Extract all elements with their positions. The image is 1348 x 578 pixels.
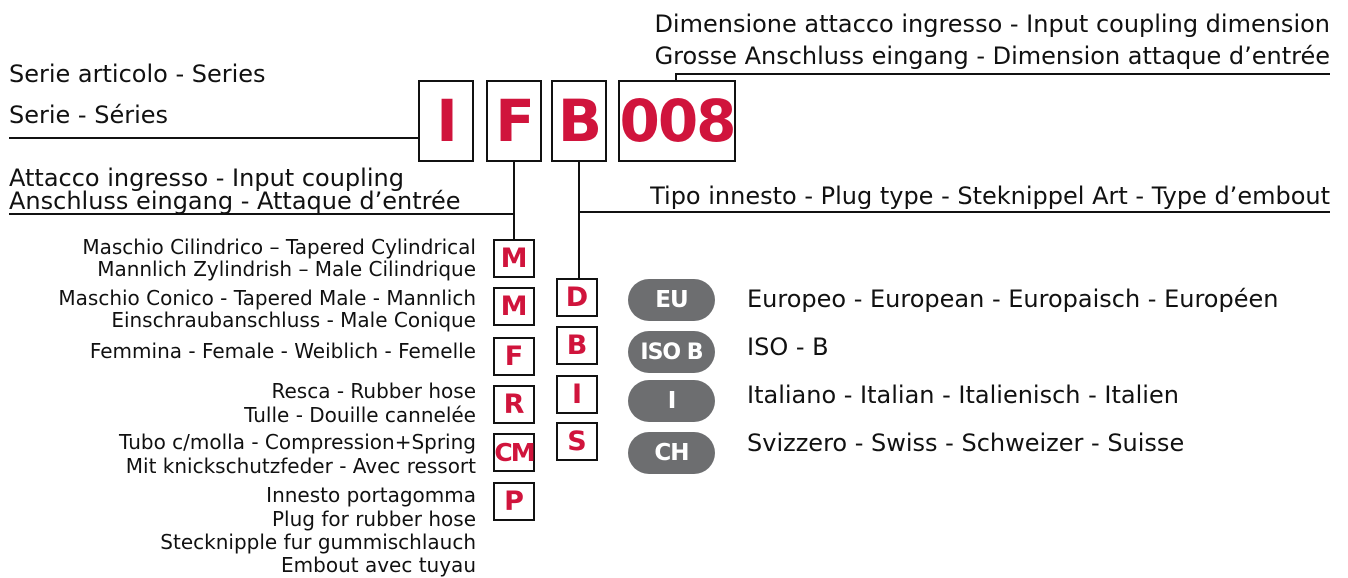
plug-desc: Italiano - Italian - Italienisch - Itali… [747,381,1179,409]
code-letter-coupling: F [495,87,535,155]
badge-label: EU [655,287,688,313]
coupling-desc: Tulle - Douille cannelée [244,403,476,427]
coupling-box-cm: CM [493,433,536,472]
plug-desc: Svizzero - Swiss - Schweizer - Suisse [747,429,1185,457]
plug-code: S [567,426,587,457]
plug-code: I [571,379,583,410]
coupling-box-r: R [493,385,535,424]
coupling-connector [513,162,515,250]
badge-label: CH [654,440,689,466]
badge-iso-b: ISO B [628,331,715,373]
series-label-2: Serie - Séries [9,101,169,129]
plug-box-i: I [556,375,598,414]
coupling-desc: Mannlich Zylindrish – Male Cilindrique [97,257,476,281]
code-dimension-value: 008 [619,87,736,155]
series-underline [9,137,418,139]
code-box-series: I [418,80,474,162]
coupling-code: F [504,341,524,372]
plug-type-label: Tipo innesto - Plug type - Steknippel Ar… [650,182,1330,210]
input-dimension-label-1: Dimensione attacco ingresso - Input coup… [654,10,1330,38]
series-label-1: Serie articolo - Series [9,60,266,88]
coupling-desc: Stecknipple fur gummischlauch [160,530,476,554]
plug-code: B [566,330,588,361]
plug-connector [578,162,580,278]
badge-ch: CH [628,432,715,474]
coupling-desc: Embout avec tuyau [281,553,476,577]
coupling-code: P [504,486,524,517]
coupling-desc: Femmina - Female - Weiblich - Femelle [89,339,476,363]
coupling-desc: Plug for rubber hose [271,507,476,531]
coupling-code: R [503,389,525,420]
coupling-label-2: Anschluss eingang - Attaque d’entrée [9,187,461,215]
coupling-desc: Resca - Rubber hose [271,379,477,403]
coupling-desc: Einschraubanschluss - Male Conique [111,308,476,332]
plug-desc: ISO - B [747,333,829,361]
plug-code: D [565,282,589,313]
badge-i: I [628,380,715,422]
plug-box-d: D [556,278,598,317]
coupling-desc: Maschio Conico - Tapered Male - Mannlich [58,286,476,310]
code-box-plug: B [551,80,607,162]
coupling-box-m-conical: M [493,287,535,326]
coupling-underline [9,213,515,215]
coupling-desc: Tubo c/molla - Compression+Spring [119,430,476,454]
badge-label: I [667,388,677,414]
plug-box-b: B [556,326,598,365]
plug-box-s: S [556,422,598,461]
code-letter-series: I [436,87,458,155]
badge-eu: EU [628,279,715,321]
input-dimension-connector [675,73,677,81]
coupling-box-m-cylindrical: M [493,239,535,278]
coupling-desc: Maschio Cilindrico – Tapered Cylindrical [82,235,476,259]
input-dimension-underline [676,73,1330,75]
coupling-code: M [500,291,528,322]
coupling-box-f: F [493,337,535,376]
badge-label: ISO B [640,339,703,365]
coupling-desc: Mit knickschutzfeder - Avec ressort [125,454,476,478]
coupling-code: M [500,243,528,274]
input-dimension-label-2: Grosse Anschluss eingang - Dimension att… [654,42,1330,70]
code-box-dimension: 008 [618,80,737,162]
code-box-coupling: F [486,80,542,162]
plug-desc: Europeo - European - Europaisch - Europé… [747,285,1279,313]
coupling-label-1: Attacco ingresso - Input coupling [9,164,404,192]
code-letter-plug: B [557,87,602,155]
coupling-desc: Innesto portagomma [266,483,476,507]
plug-type-underline [578,211,1330,213]
coupling-box-p: P [493,482,535,521]
coupling-code: CM [494,438,535,467]
